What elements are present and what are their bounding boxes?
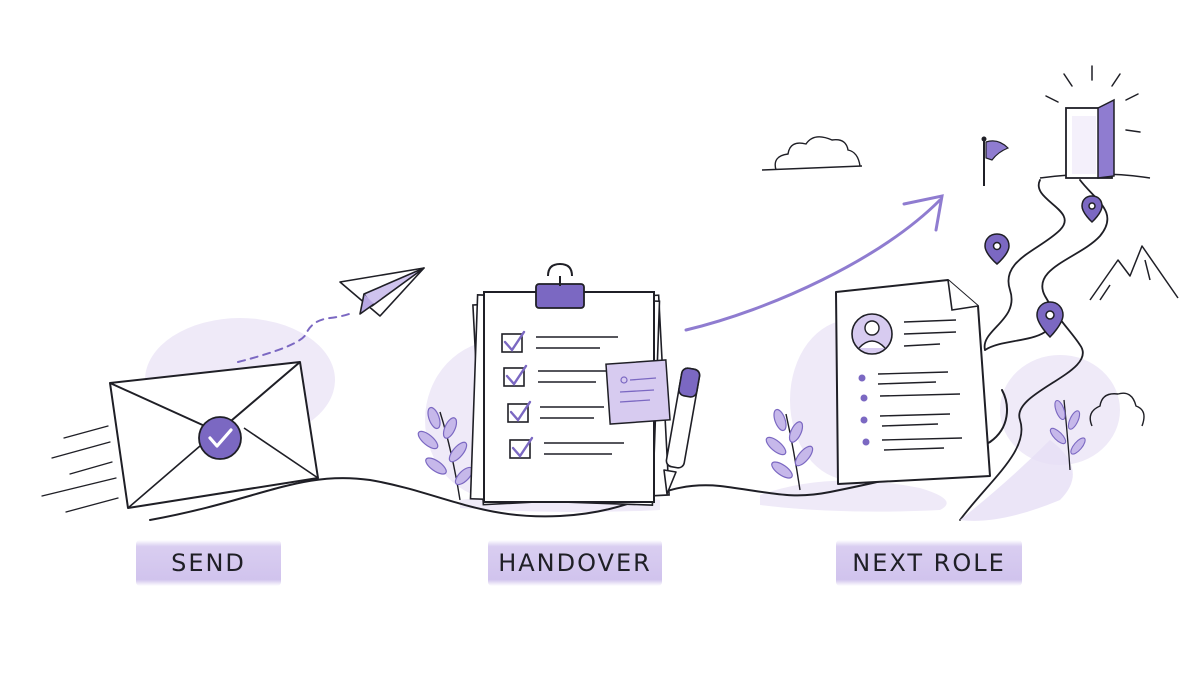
pen-icon bbox=[663, 367, 701, 495]
sticky-note-icon bbox=[605, 359, 671, 425]
plant-icon bbox=[765, 408, 814, 491]
map-pin-icon bbox=[1081, 195, 1103, 224]
checkmark-seal-icon bbox=[198, 416, 242, 460]
envelope-icon bbox=[109, 361, 319, 509]
avatar-icon bbox=[851, 313, 893, 355]
resume-icon bbox=[835, 279, 991, 485]
checkbox-checked-icon bbox=[509, 436, 534, 459]
binder-clip-icon bbox=[535, 262, 585, 309]
checkbox-checked-icon bbox=[501, 330, 526, 353]
map-pin-icon bbox=[1036, 301, 1064, 339]
checklist bbox=[501, 330, 624, 459]
growth-arrow bbox=[684, 194, 944, 332]
speed-lines bbox=[41, 425, 119, 513]
bush-icon bbox=[1089, 392, 1145, 427]
map-pin-icons bbox=[984, 195, 1103, 339]
road-wash bbox=[960, 440, 1073, 521]
open-door-icon bbox=[1039, 98, 1151, 179]
flag-icon bbox=[981, 136, 1010, 186]
checkbox-checked-icon bbox=[503, 364, 528, 387]
winding-road bbox=[959, 179, 1109, 521]
step-label-next-role: NEXT ROLE bbox=[836, 540, 1022, 586]
cloud-icon bbox=[761, 136, 863, 171]
step-label-send: SEND bbox=[136, 540, 281, 586]
paper-plane-icon bbox=[339, 267, 425, 317]
clipboard-icon bbox=[469, 262, 671, 506]
door-light-rays bbox=[1045, 65, 1141, 133]
plant-icon bbox=[1049, 399, 1086, 471]
checkbox-checked-icon bbox=[507, 400, 532, 423]
flight-trail bbox=[237, 311, 355, 363]
map-pin-icon bbox=[984, 233, 1010, 265]
step-label-handover: HANDOVER bbox=[488, 540, 662, 586]
mountain-icon bbox=[1089, 245, 1179, 301]
plant-icon bbox=[417, 406, 474, 501]
